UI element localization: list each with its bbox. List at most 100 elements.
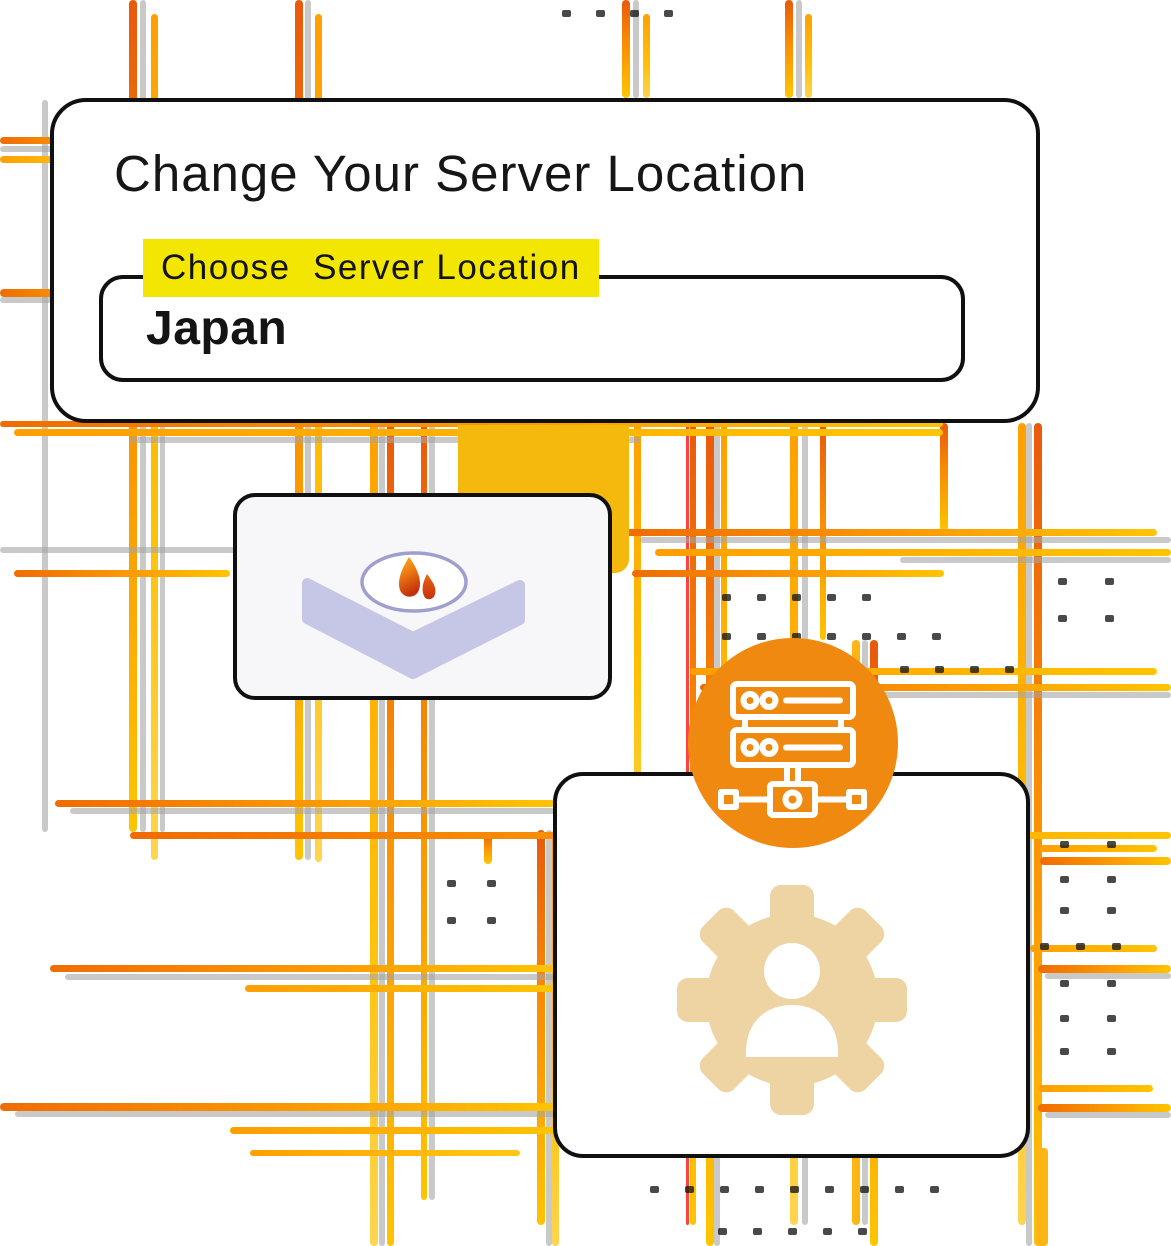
circuit-dot xyxy=(757,594,766,601)
circuit-dot xyxy=(1107,1015,1116,1022)
flame-icon-small xyxy=(422,574,436,600)
circuit-dot xyxy=(1107,1048,1116,1055)
circuit-dot xyxy=(935,666,944,673)
circuit-dot xyxy=(487,880,496,887)
circuit-line-horizontal xyxy=(1030,945,1157,952)
circuit-line-horizontal xyxy=(1038,965,1171,973)
circuit-dot xyxy=(664,10,673,17)
page-title: Change Your Server Location xyxy=(114,145,808,202)
circuit-dot xyxy=(1040,943,1049,950)
circuit-dot xyxy=(1058,578,1067,585)
circuit-dot xyxy=(827,633,836,640)
circuit-dot xyxy=(720,1186,729,1193)
circuit-line-horizontal xyxy=(1045,973,1171,979)
layers-chevron xyxy=(302,578,525,679)
circuit-dot xyxy=(1005,666,1014,673)
circuit-dot xyxy=(862,633,871,640)
circuit-line-vertical xyxy=(805,14,812,98)
circuit-line-horizontal xyxy=(50,965,555,972)
circuit-line-vertical xyxy=(484,832,492,864)
circuit-dot xyxy=(650,1186,659,1193)
circuit-dot xyxy=(1060,980,1069,987)
circuit-line-vertical xyxy=(537,830,545,1225)
circuit-dot xyxy=(1105,578,1114,585)
circuit-dot xyxy=(1058,615,1067,622)
circuit-line-horizontal xyxy=(760,692,1171,698)
circuit-dot xyxy=(1060,1048,1069,1055)
server-circle-badge xyxy=(688,638,898,848)
circuit-dot xyxy=(1060,907,1069,914)
circuit-dot xyxy=(788,1228,797,1235)
gear-body xyxy=(677,885,907,1115)
circuit-dot xyxy=(718,1228,727,1235)
circuit-dot xyxy=(1060,876,1069,883)
hosting-layer-icon xyxy=(302,551,525,679)
circuit-line-horizontal xyxy=(0,547,420,553)
circuit-line-horizontal xyxy=(1040,857,1171,865)
circuit-line-horizontal xyxy=(625,529,1157,536)
circuit-dot xyxy=(722,633,731,640)
circuit-dot xyxy=(755,1186,764,1193)
circuit-line-horizontal xyxy=(900,557,1171,563)
circuit-dot xyxy=(897,633,906,640)
circuit-line-vertical xyxy=(940,423,948,532)
circuit-dot xyxy=(596,10,605,17)
circuit-dot xyxy=(932,633,941,640)
circuit-line-horizontal xyxy=(245,985,555,992)
circuit-line-vertical xyxy=(1036,1148,1048,1246)
circuit-dot xyxy=(1060,1015,1069,1022)
circuit-line-vertical xyxy=(634,423,641,870)
circuit-dot xyxy=(1076,943,1085,950)
server-location-input[interactable]: Choose Server Location Japan xyxy=(99,239,965,382)
circuit-dot xyxy=(1060,841,1069,848)
circuit-dot xyxy=(862,594,871,601)
circuit-dot xyxy=(970,666,979,673)
circuit-dot xyxy=(722,594,731,601)
user-settings-gear-icon xyxy=(677,885,907,1115)
user-icon xyxy=(746,943,838,1057)
hosting-layer-card xyxy=(233,493,612,700)
circuit-dot xyxy=(447,880,456,887)
circuit-dot xyxy=(487,917,496,924)
circuit-line-vertical xyxy=(796,0,802,98)
circuit-dot xyxy=(685,1186,694,1193)
circuit-dot xyxy=(930,1186,939,1193)
circuit-line-horizontal xyxy=(0,421,943,427)
circuit-line-horizontal xyxy=(230,1127,555,1134)
circuit-line-vertical xyxy=(785,0,793,98)
circuit-line-vertical xyxy=(160,423,165,832)
circuit-dot xyxy=(860,1186,869,1193)
circuit-line-vertical xyxy=(622,0,630,98)
circuit-dot xyxy=(827,594,836,601)
circuit-dot xyxy=(1112,943,1121,950)
circuit-dot xyxy=(1105,615,1114,622)
circuit-dot xyxy=(447,917,456,924)
circuit-dot xyxy=(757,633,766,640)
circuit-dot xyxy=(823,1228,832,1235)
server-network-icon xyxy=(718,681,867,818)
circuit-line-horizontal xyxy=(690,668,1157,675)
circuit-line-horizontal xyxy=(55,800,555,807)
circuit-dot xyxy=(1107,841,1116,848)
circuit-line-horizontal xyxy=(0,1103,555,1111)
circuit-line-horizontal xyxy=(1038,1085,1153,1092)
circuit-line-horizontal xyxy=(632,570,944,577)
circuit-dot xyxy=(562,10,571,17)
circuit-line-horizontal xyxy=(70,808,555,814)
circuit-line-horizontal xyxy=(1045,1112,1171,1118)
circuit-line-horizontal xyxy=(14,570,230,577)
server-location-value: Japan xyxy=(146,302,288,355)
circuit-dot xyxy=(1107,980,1116,987)
circuit-dot xyxy=(790,1186,799,1193)
circuit-dot xyxy=(1107,876,1116,883)
circuit-dot xyxy=(858,1228,867,1235)
circuit-line-vertical xyxy=(643,14,650,98)
server-location-card: Change Your Server Location Choose Serve… xyxy=(50,98,1040,423)
circuit-dot xyxy=(792,594,801,601)
circuit-line-horizontal xyxy=(640,537,1171,543)
circuit-line-horizontal xyxy=(15,1111,555,1117)
circuit-line-vertical xyxy=(633,0,639,98)
circuit-line-horizontal xyxy=(1040,845,1157,852)
circuit-dot xyxy=(792,633,801,640)
